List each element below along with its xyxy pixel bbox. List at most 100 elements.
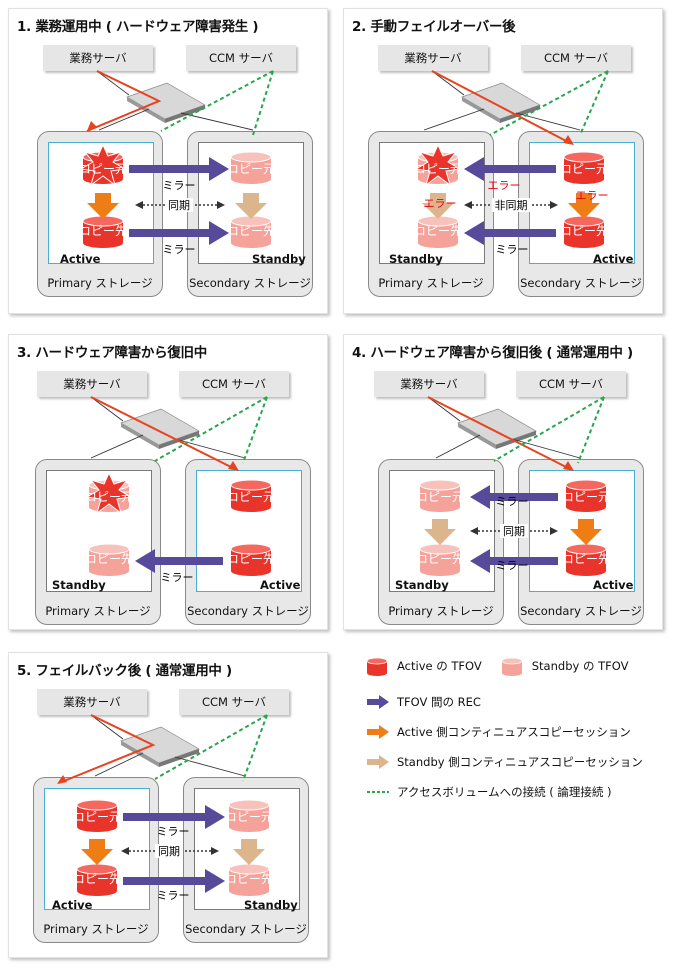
secondary-storage-label: Secondary ストレージ xyxy=(189,276,311,290)
host-access-path xyxy=(427,396,571,470)
logical-link xyxy=(493,396,605,462)
cylinder-standby-source xyxy=(419,479,461,512)
mirror-label: ミラー xyxy=(161,571,194,584)
panel-3: 3. ハードウェア障害から復旧中 業務サーバ CCM サーバ Standby P… xyxy=(8,334,328,630)
cylinder-label: コピー先 xyxy=(414,224,462,238)
legend-label: Active の TFOV xyxy=(397,659,482,673)
role-standby: Standby xyxy=(395,578,449,592)
sync-label: 同期 xyxy=(503,525,525,538)
mirror-label: ミラー xyxy=(496,243,529,256)
cylinder-label: コピー元 xyxy=(562,490,610,504)
logical-link xyxy=(579,70,609,136)
role-active: Active xyxy=(593,252,634,266)
cylinder-label: コピー先 xyxy=(85,552,133,566)
panel-5-diagram: コピー元 コピー先 コピー元 コピー先 ミラー ミラー 同期 xyxy=(57,714,273,902)
async-label: 非同期 xyxy=(495,199,528,212)
mirror-label: ミラー xyxy=(496,495,529,508)
panel-title: 3. ハードウェア障害から復旧中 xyxy=(17,345,207,361)
host-access-path xyxy=(431,70,571,144)
standby-session-arrow xyxy=(235,193,267,219)
role-active: Active xyxy=(60,252,101,266)
panel-2-diagram: コピー元 コピー先 コピー元 コピー先 エラー エラー エラー ミラー 非同期 xyxy=(414,70,609,256)
panel-4: 4. ハードウェア障害から復旧後 ( 通常運用中 ) 業務サーバ CCM サーバ… xyxy=(343,334,663,630)
primary-storage-label: Primary ストレージ xyxy=(378,276,484,290)
cylinder-label: コピー元 xyxy=(85,490,133,504)
cylinder-active-target xyxy=(565,543,607,576)
rec-arrow xyxy=(470,549,558,573)
legend-item-access-volume: アクセスボリュームへの接続 ( 論理接続 ) xyxy=(365,782,612,802)
cylinder-label: コピー先 xyxy=(560,224,608,238)
rec-arrow xyxy=(135,549,223,573)
secondary-storage-label: Secondary ストレージ xyxy=(520,604,642,618)
cylinder-standby-target xyxy=(419,543,461,576)
role-active: Active xyxy=(593,578,634,592)
cylinder-active-source xyxy=(230,479,272,512)
rec-arrow xyxy=(464,157,556,181)
cylinder-label: コピー先 xyxy=(79,224,127,238)
cylinder-label: コピー先 xyxy=(416,552,464,566)
cylinder-label: コピー元 xyxy=(414,162,462,176)
panel-title: 5. フェイルバック後 ( 通常運用中 ) xyxy=(17,663,232,679)
legend-label: TFOV 間の REC xyxy=(397,695,481,709)
cylinder-label: コピー元 xyxy=(227,162,275,176)
role-standby: Standby xyxy=(244,898,298,912)
cylinder-label: コピー先 xyxy=(562,552,610,566)
panel-title: 1. 業務運用中 ( ハードウェア障害発生 ) xyxy=(17,19,259,35)
secondary-storage-label: Secondary ストレージ xyxy=(520,276,642,290)
active-cylinder-icon xyxy=(365,657,391,676)
cylinder-active-source xyxy=(563,151,605,184)
rec-arrow xyxy=(129,157,229,181)
ccm-server: CCM サーバ xyxy=(179,689,289,715)
ccm-server: CCM サーバ xyxy=(179,371,289,397)
legend-item-active-tfov: Active の TFOV Standby の TFOV xyxy=(365,656,628,676)
active-session-arrow xyxy=(81,839,113,865)
switch-icon xyxy=(461,82,541,123)
cylinder-standby-target xyxy=(230,215,272,248)
logical-link xyxy=(154,714,268,780)
active-session-arrow xyxy=(568,193,600,219)
cylinder-label: コピー先 xyxy=(73,872,121,886)
ccm-server: CCM サーバ xyxy=(516,371,626,397)
cylinder-standby-source xyxy=(230,151,272,184)
legend-label: Standby の TFOV xyxy=(531,659,629,673)
host-access-path xyxy=(90,396,236,470)
logical-link xyxy=(489,70,609,136)
error-label: エラー xyxy=(576,189,609,202)
cylinder-label: コピー元 xyxy=(416,490,464,504)
panel-title: 2. 手動フェイルオーバー後 xyxy=(352,19,516,35)
legend-item-standby-session: Standby 側コンティニュアスコピーセッション xyxy=(365,752,643,772)
standby-cylinder-icon xyxy=(500,657,526,676)
secondary-storage-label: Secondary ストレージ xyxy=(185,922,307,936)
primary-storage-label: Primary ストレージ xyxy=(43,922,149,936)
panel-title: 4. ハードウェア障害から復旧後 ( 通常運用中 ) xyxy=(352,345,633,361)
logical-link-icon xyxy=(365,783,391,801)
rec-arrow xyxy=(123,869,225,893)
sync-label: 同期 xyxy=(168,199,190,212)
active-session-arrow xyxy=(570,519,602,545)
mirror-label: ミラー xyxy=(496,559,529,572)
primary-storage-label: Primary ストレージ xyxy=(47,276,153,290)
cylinder-label: コピー元 xyxy=(225,810,273,824)
role-active: Active xyxy=(52,898,93,912)
cylinder-active-source xyxy=(76,799,118,832)
business-server: 業務サーバ xyxy=(374,371,484,397)
rec-arrow xyxy=(123,805,225,829)
panel-2: 2. 手動フェイルオーバー後 業務サーバ CCM サーバ Standby Pri… xyxy=(343,8,663,314)
standby-session-arrow xyxy=(424,519,456,545)
cylinder-label: コピー元 xyxy=(73,810,121,824)
panel-4-diagram: コピー元 コピー先 コピー元 コピー先 ミラー ミラー 同期 xyxy=(416,396,610,576)
mirror-label: ミラー xyxy=(163,243,196,256)
logical-link xyxy=(577,396,605,464)
legend: Active の TFOV Standby の TFOV TFOV 間の REC… xyxy=(365,652,665,822)
cylinder-active-target xyxy=(230,543,272,576)
mirror-label: ミラー xyxy=(157,889,190,902)
error-label: エラー xyxy=(424,197,457,210)
legend-item-active-session: Active 側コンティニュアスコピーセッション xyxy=(365,722,631,742)
business-server: 業務サーバ xyxy=(37,371,147,397)
logical-link xyxy=(160,70,274,132)
cylinder-standby-target xyxy=(88,543,130,576)
active-session-arrow-icon xyxy=(365,723,391,741)
cylinder-label: コピー元 xyxy=(227,490,275,504)
active-session-arrow xyxy=(87,193,119,219)
rec-arrow xyxy=(464,221,556,245)
